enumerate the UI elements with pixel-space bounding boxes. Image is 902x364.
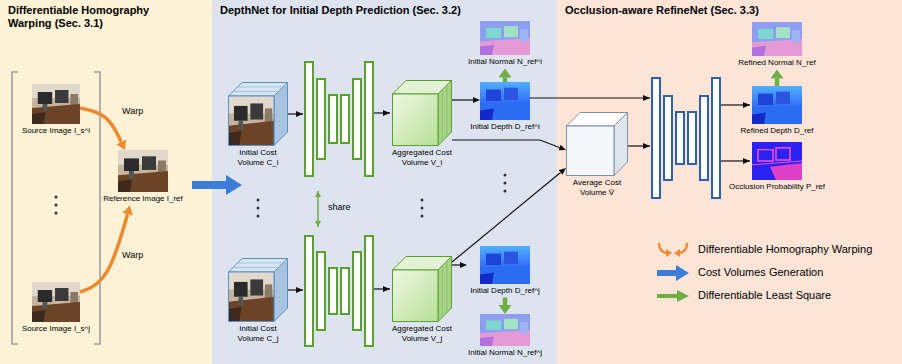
- node-label: Average Cost Volume V̄: [567, 178, 627, 197]
- legend-item: Cost Volumes Generation: [656, 261, 872, 284]
- depthnet-block: [305, 62, 373, 176]
- flow-arrow: [288, 98, 750, 290]
- legend-text: Cost Volumes Generation: [698, 266, 823, 279]
- node-label: Reference Image I_ref: [102, 194, 184, 204]
- depth-map: [752, 86, 802, 124]
- cost-volume-cube: [229, 83, 288, 146]
- occlusion-map: [752, 142, 802, 180]
- legend-sample: [656, 264, 690, 282]
- aggregated-cube: [393, 257, 452, 322]
- source-bracket: [12, 72, 100, 344]
- legend-item: Differentiable Homography Warping: [656, 238, 872, 261]
- legend-text: Differentiable Homography Warping: [698, 243, 872, 256]
- normal-map: [480, 314, 530, 346]
- cost-volume-cube: [229, 259, 288, 322]
- annotation: share: [326, 202, 353, 213]
- share-arrow: [317, 191, 319, 227]
- connector: [452, 99, 473, 100]
- legend: Differentiable Homography WarpingCost Vo…: [656, 238, 872, 307]
- node-label: Aggregated Cost Volume V_j: [389, 324, 455, 343]
- node-label: Initial Normal N_ref^j: [467, 348, 543, 358]
- node-label: Source Image I_s^j: [21, 324, 92, 334]
- node-label: Refined Normal N_ref: [737, 58, 817, 68]
- average-cube: [567, 113, 628, 176]
- depthnet-block: [305, 236, 373, 346]
- legend-sample: [656, 241, 690, 259]
- node-label: Aggregated Cost Volume V_i: [389, 148, 455, 167]
- connector: [452, 172, 561, 262]
- aggregated-cube: [393, 81, 452, 146]
- source-photo: [32, 84, 80, 124]
- legend-sample: [656, 287, 690, 305]
- legend-item: Differentiable Least Square: [656, 284, 872, 307]
- reference-photo: [118, 150, 168, 192]
- node-label: Initial Cost Volume C_i: [225, 148, 291, 167]
- section-title: DepthNet for Initial Depth Prediction (S…: [212, 0, 556, 17]
- legend-text: Differentiable Least Square: [698, 289, 831, 302]
- connector: [775, 79, 780, 87]
- node-label: Source Image I_s^i: [21, 126, 92, 136]
- section-title: Occlusion-aware RefineNet (Sec. 3.3): [557, 0, 901, 17]
- edge-label: Warp: [120, 106, 145, 117]
- node-label: Initial Depth D_ref^i: [469, 122, 541, 132]
- refinenet-block: [652, 78, 720, 198]
- node-label: Initial Normal N_ref^i: [467, 57, 543, 67]
- source-photo: [32, 282, 80, 322]
- normal-map: [480, 21, 530, 55]
- section-panel: Occlusion-aware RefineNet (Sec. 3.3) Aver…: [557, 0, 902, 364]
- node-label: Occlusion Probability P_ref: [728, 182, 827, 192]
- node-label: Refined Depth D_ref: [740, 126, 815, 136]
- connector: [80, 108, 121, 142]
- section-title: Differentiable Homography Warping (Sec. …: [0, 0, 194, 30]
- connector: [503, 298, 508, 306]
- depth-map: [480, 82, 530, 120]
- ellipsis-dots: [55, 174, 507, 218]
- connector: [452, 140, 559, 147]
- node-label: Initial Depth D_ref^j: [469, 286, 541, 296]
- edge-label: Warp: [120, 250, 145, 261]
- section-panel: Differentiable Homography Warping (Sec. …: [0, 0, 212, 364]
- node-label: Initial Cost Volume C_j: [225, 324, 291, 343]
- connector: [503, 78, 508, 83]
- connector: [452, 264, 460, 265]
- depth-map: [480, 246, 530, 284]
- cost-volume-arrow: [192, 175, 242, 195]
- normal-map: [752, 22, 802, 56]
